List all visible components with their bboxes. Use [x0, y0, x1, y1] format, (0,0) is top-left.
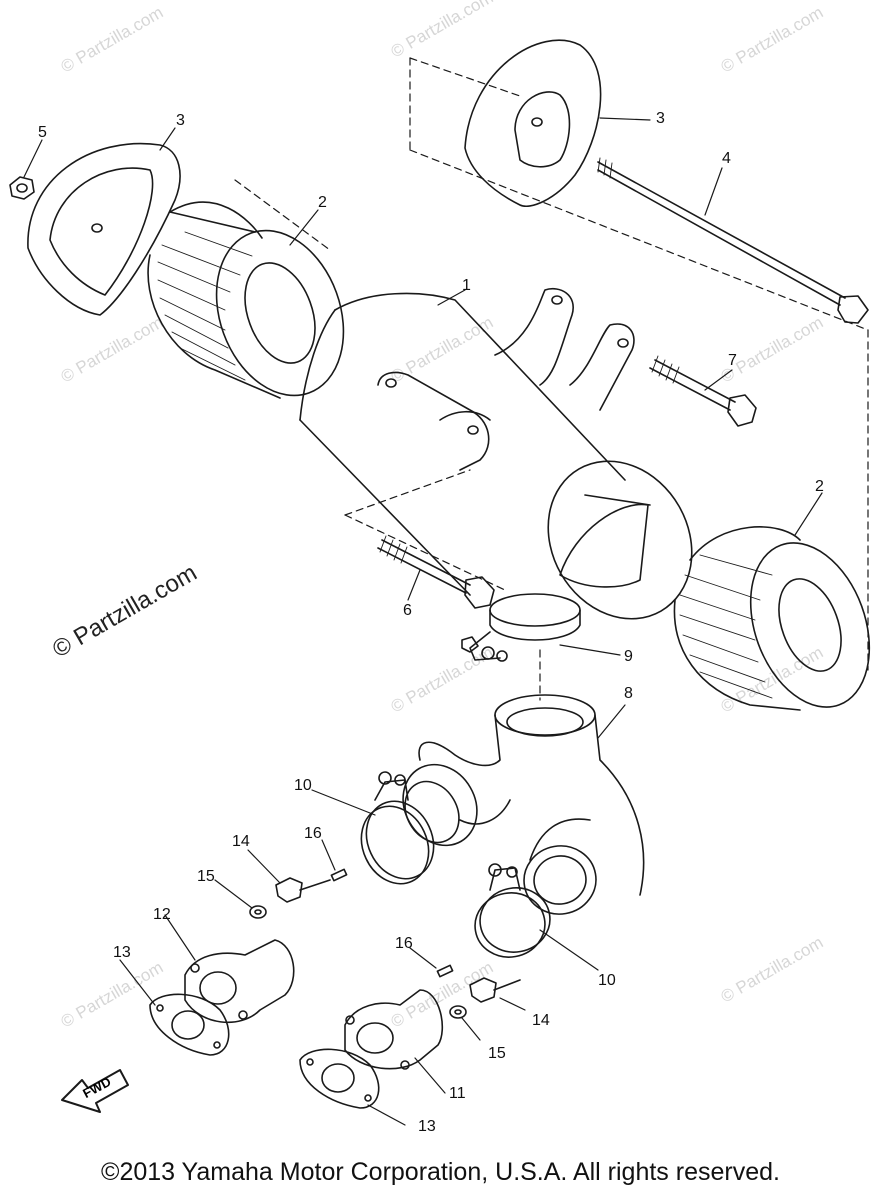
cover-part-3-left [27, 142, 181, 316]
callout-11: 11 [449, 1085, 466, 1102]
callout-4: 4 [722, 150, 731, 167]
callout-2: 2 [318, 194, 327, 211]
callout-2: 2 [815, 478, 824, 495]
callout-9: 9 [624, 648, 633, 665]
clamp-part-10-upper [360, 771, 435, 885]
callout-3: 3 [656, 110, 665, 127]
washer-part-15 [249, 905, 467, 1019]
pin-part-16 [330, 868, 454, 978]
screw-part-14 [275, 877, 521, 1003]
callout-5: 5 [38, 124, 47, 141]
bolt-part-6 [377, 535, 495, 609]
callout-15: 15 [197, 868, 215, 885]
callout-16: 16 [395, 935, 413, 952]
gasket-part-13-lower [299, 1048, 380, 1109]
callout-12: 12 [153, 906, 171, 923]
callout-14: 14 [532, 1012, 550, 1029]
callout-3: 3 [176, 112, 185, 129]
nut-part-5 [9, 176, 35, 200]
callout-16: 16 [304, 825, 322, 842]
callout-13: 13 [418, 1118, 436, 1135]
manifold-part-12 [184, 939, 295, 1024]
callout-10: 10 [598, 972, 616, 989]
assembly-lines [234, 57, 869, 701]
callout-8: 8 [624, 685, 633, 702]
fwd-arrow-icon [61, 1069, 129, 1113]
gasket-part-13-upper [149, 993, 230, 1056]
bolt-part-7 [649, 355, 757, 427]
clamp-part-10-lower [474, 863, 551, 958]
joint-part-8 [402, 694, 645, 915]
manifold-part-11 [344, 989, 444, 1070]
callout-1: 1 [462, 277, 471, 294]
filter-element-part-2-left [147, 201, 345, 399]
air-cleaner-case-part-1 [299, 288, 693, 620]
filter-element-part-2-right [673, 526, 871, 711]
callout-7: 7 [728, 352, 737, 369]
callout-14: 14 [232, 833, 250, 850]
cover-part-3-right [464, 39, 602, 207]
copyright-text: ©2013 Yamaha Motor Corporation, U.S.A. A… [101, 1158, 780, 1186]
callout-15: 15 [488, 1045, 506, 1062]
callout-6: 6 [403, 602, 412, 619]
leader-lines [23, 117, 823, 1126]
long-bolt-part-4 [597, 157, 869, 324]
callout-10: 10 [294, 777, 312, 794]
callout-13: 13 [113, 944, 131, 961]
clamp-part-9 [461, 593, 581, 662]
